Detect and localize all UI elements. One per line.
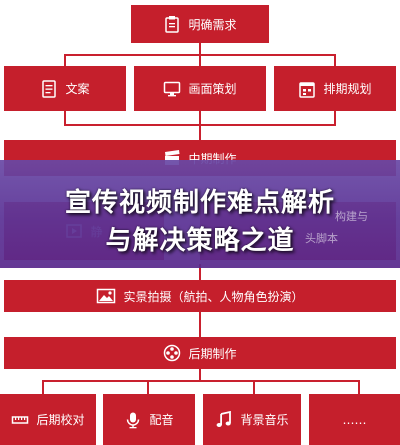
document-icon	[40, 79, 58, 98]
node-label: 配音	[149, 413, 174, 427]
node-dubbing: 配音	[103, 394, 195, 445]
connector	[147, 380, 149, 394]
connector	[199, 369, 201, 381]
node-label: ……	[342, 412, 367, 427]
connector	[199, 54, 201, 66]
page-title: 宣传视频制作难点解析	[64, 188, 335, 218]
node-label: 后期制作	[188, 346, 237, 361]
connector	[334, 111, 336, 125]
node-more: ……	[309, 394, 400, 445]
node-clarify-requirements: 明确需求	[131, 5, 269, 43]
ruler-icon	[11, 411, 29, 429]
node-label: 背景音乐	[240, 413, 289, 427]
connector	[64, 54, 66, 66]
node-label: 排期规划	[323, 82, 372, 96]
node-schedule-planning: 排期规划	[274, 66, 396, 111]
node-label: 实景拍摄（航拍、人物角色扮演）	[123, 289, 304, 304]
page-subtitle: 与解决策略之道	[105, 226, 295, 256]
clipboard-icon	[163, 15, 181, 33]
ghost-label-script: 头脚本	[305, 232, 338, 245]
node-copywriting: 文案	[4, 66, 126, 111]
node-background-music: 背景音乐	[203, 394, 301, 445]
connector	[199, 264, 201, 280]
music-note-icon	[215, 410, 233, 429]
connector	[253, 380, 255, 394]
node-post-proofreading: 后期校对	[0, 394, 96, 445]
node-label: 文案	[65, 82, 90, 96]
connector	[199, 111, 201, 125]
connector	[199, 312, 201, 337]
connector	[64, 111, 66, 125]
connector	[42, 380, 360, 382]
node-label: 画面策划	[188, 82, 237, 96]
node-visual-planning: 画面策划	[134, 66, 266, 111]
film-reel-icon	[163, 344, 181, 362]
connector	[199, 43, 201, 55]
connector	[199, 124, 201, 140]
node-label: 后期校对	[36, 413, 85, 427]
landscape-photo-icon	[96, 287, 116, 305]
connector	[42, 380, 44, 394]
title-banner: 构建与 头脚本 宣传视频制作难点解析 与解决策略之道	[0, 160, 400, 268]
microphone-icon	[124, 411, 142, 429]
ghost-label-build: 构建与	[335, 210, 368, 223]
connector	[334, 54, 336, 66]
monitor-icon	[163, 80, 181, 98]
node-live-shooting: 实景拍摄（航拍、人物角色扮演）	[4, 280, 396, 312]
node-post-production: 后期制作	[4, 337, 396, 369]
schedule-icon	[298, 80, 316, 98]
connector	[358, 380, 360, 394]
node-label: 明确需求	[188, 17, 237, 32]
